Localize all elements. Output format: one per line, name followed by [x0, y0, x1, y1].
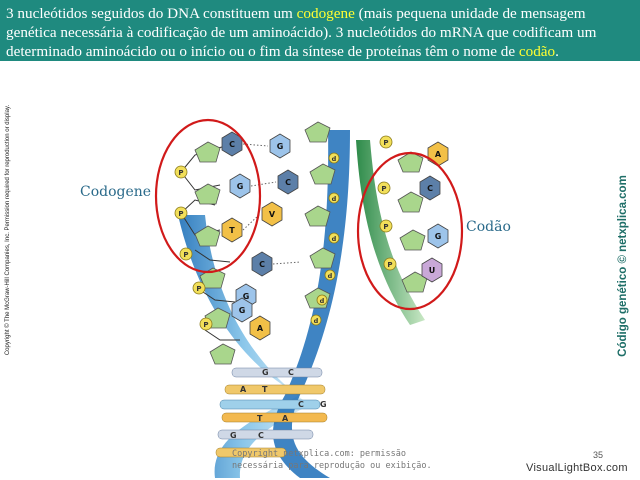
- d-label: d: [328, 272, 333, 280]
- header-text-part2: (mais pequena unidade de mensagem genéti…: [6, 5, 597, 60]
- rung-right-4: A: [282, 414, 289, 423]
- header-banner: 3 nucleótidos seguidos do DNA constituem…: [0, 0, 640, 61]
- dna-base-label: T: [229, 226, 235, 235]
- dna-left-phosphates: [174, 165, 213, 331]
- dna-base-label: G: [237, 182, 244, 191]
- rung-right-2: T: [262, 385, 268, 394]
- highlight-codao: codão: [518, 43, 556, 60]
- mrna-ribbon: [356, 140, 425, 325]
- d-label: d: [320, 297, 325, 305]
- mrna-phosphate-label: P: [383, 139, 388, 147]
- header-text-part3: .: [555, 43, 559, 60]
- phosphate-label: P: [178, 210, 183, 218]
- d-label: d: [332, 155, 337, 163]
- rung-right-1: C: [288, 368, 294, 377]
- mrna-base-label: A: [435, 150, 442, 159]
- dna-base-label: G: [243, 292, 250, 301]
- dna-right-d-markers: [310, 152, 340, 326]
- watermark: VisualLightBox.com: [526, 462, 628, 474]
- mrna-base-label: U: [429, 266, 436, 275]
- dna-base-label: C: [229, 140, 235, 149]
- dna-right-base-label: G: [277, 142, 284, 151]
- rung-left-4: T: [257, 414, 263, 423]
- footer-copy-line2: necessária para reprodução ou exibição.: [232, 461, 432, 471]
- dna-base-label: A: [257, 324, 264, 333]
- rung-left-1: G: [262, 368, 269, 377]
- dna-right-base-label: C: [285, 178, 291, 187]
- mrna-base-label: C: [427, 184, 433, 193]
- rung-right-5: C: [258, 431, 264, 440]
- helix-rungs: [215, 367, 328, 458]
- phosphate-label: P: [183, 251, 188, 259]
- footer-copyright: Copyright netxplica.com: permissão neces…: [232, 448, 432, 472]
- header-text: 3 nucleótidos seguidos do DNA constituem…: [6, 4, 636, 61]
- mrna-bases: [419, 141, 449, 283]
- phosphate-label: P: [178, 169, 183, 177]
- footer-copy-line1: Copyright netxplica.com: permissão: [232, 449, 406, 459]
- mrna-base-label: G: [435, 232, 442, 241]
- phosphate-label: P: [203, 321, 208, 329]
- dna-base-label: C: [259, 260, 265, 269]
- rung-right-3: G: [320, 400, 327, 409]
- dna-base-label: G: [239, 306, 246, 315]
- d-label: d: [332, 195, 337, 203]
- page-number: 35: [593, 450, 604, 460]
- codao-highlight-circle: [356, 151, 464, 311]
- mrna-phosphate-label: P: [387, 261, 392, 269]
- dna-right-bases: [261, 133, 299, 227]
- mrna-phosphate-label: P: [383, 223, 388, 231]
- rung-left-5: G: [230, 431, 237, 440]
- mrna-phosphate-label: P: [381, 185, 386, 193]
- codogene-label: Codogene: [80, 184, 152, 200]
- header-text-part1: 3 nucleótidos seguidos do DNA constituem…: [6, 5, 297, 22]
- highlight-codogene: codogene: [296, 5, 355, 22]
- codogene-highlight-circle: [154, 118, 262, 274]
- rung-left-3: C: [298, 400, 304, 409]
- d-label: d: [314, 317, 319, 325]
- dna-left-bases: [221, 131, 273, 341]
- codao-label: Codão: [466, 219, 511, 235]
- mrna-phosphates: [377, 135, 397, 271]
- rung-left-2: A: [240, 385, 247, 394]
- mrna-sugars: [397, 151, 428, 293]
- dna-right-base-label: V: [269, 210, 276, 219]
- d-label: d: [332, 235, 337, 243]
- phosphate-label: P: [196, 285, 201, 293]
